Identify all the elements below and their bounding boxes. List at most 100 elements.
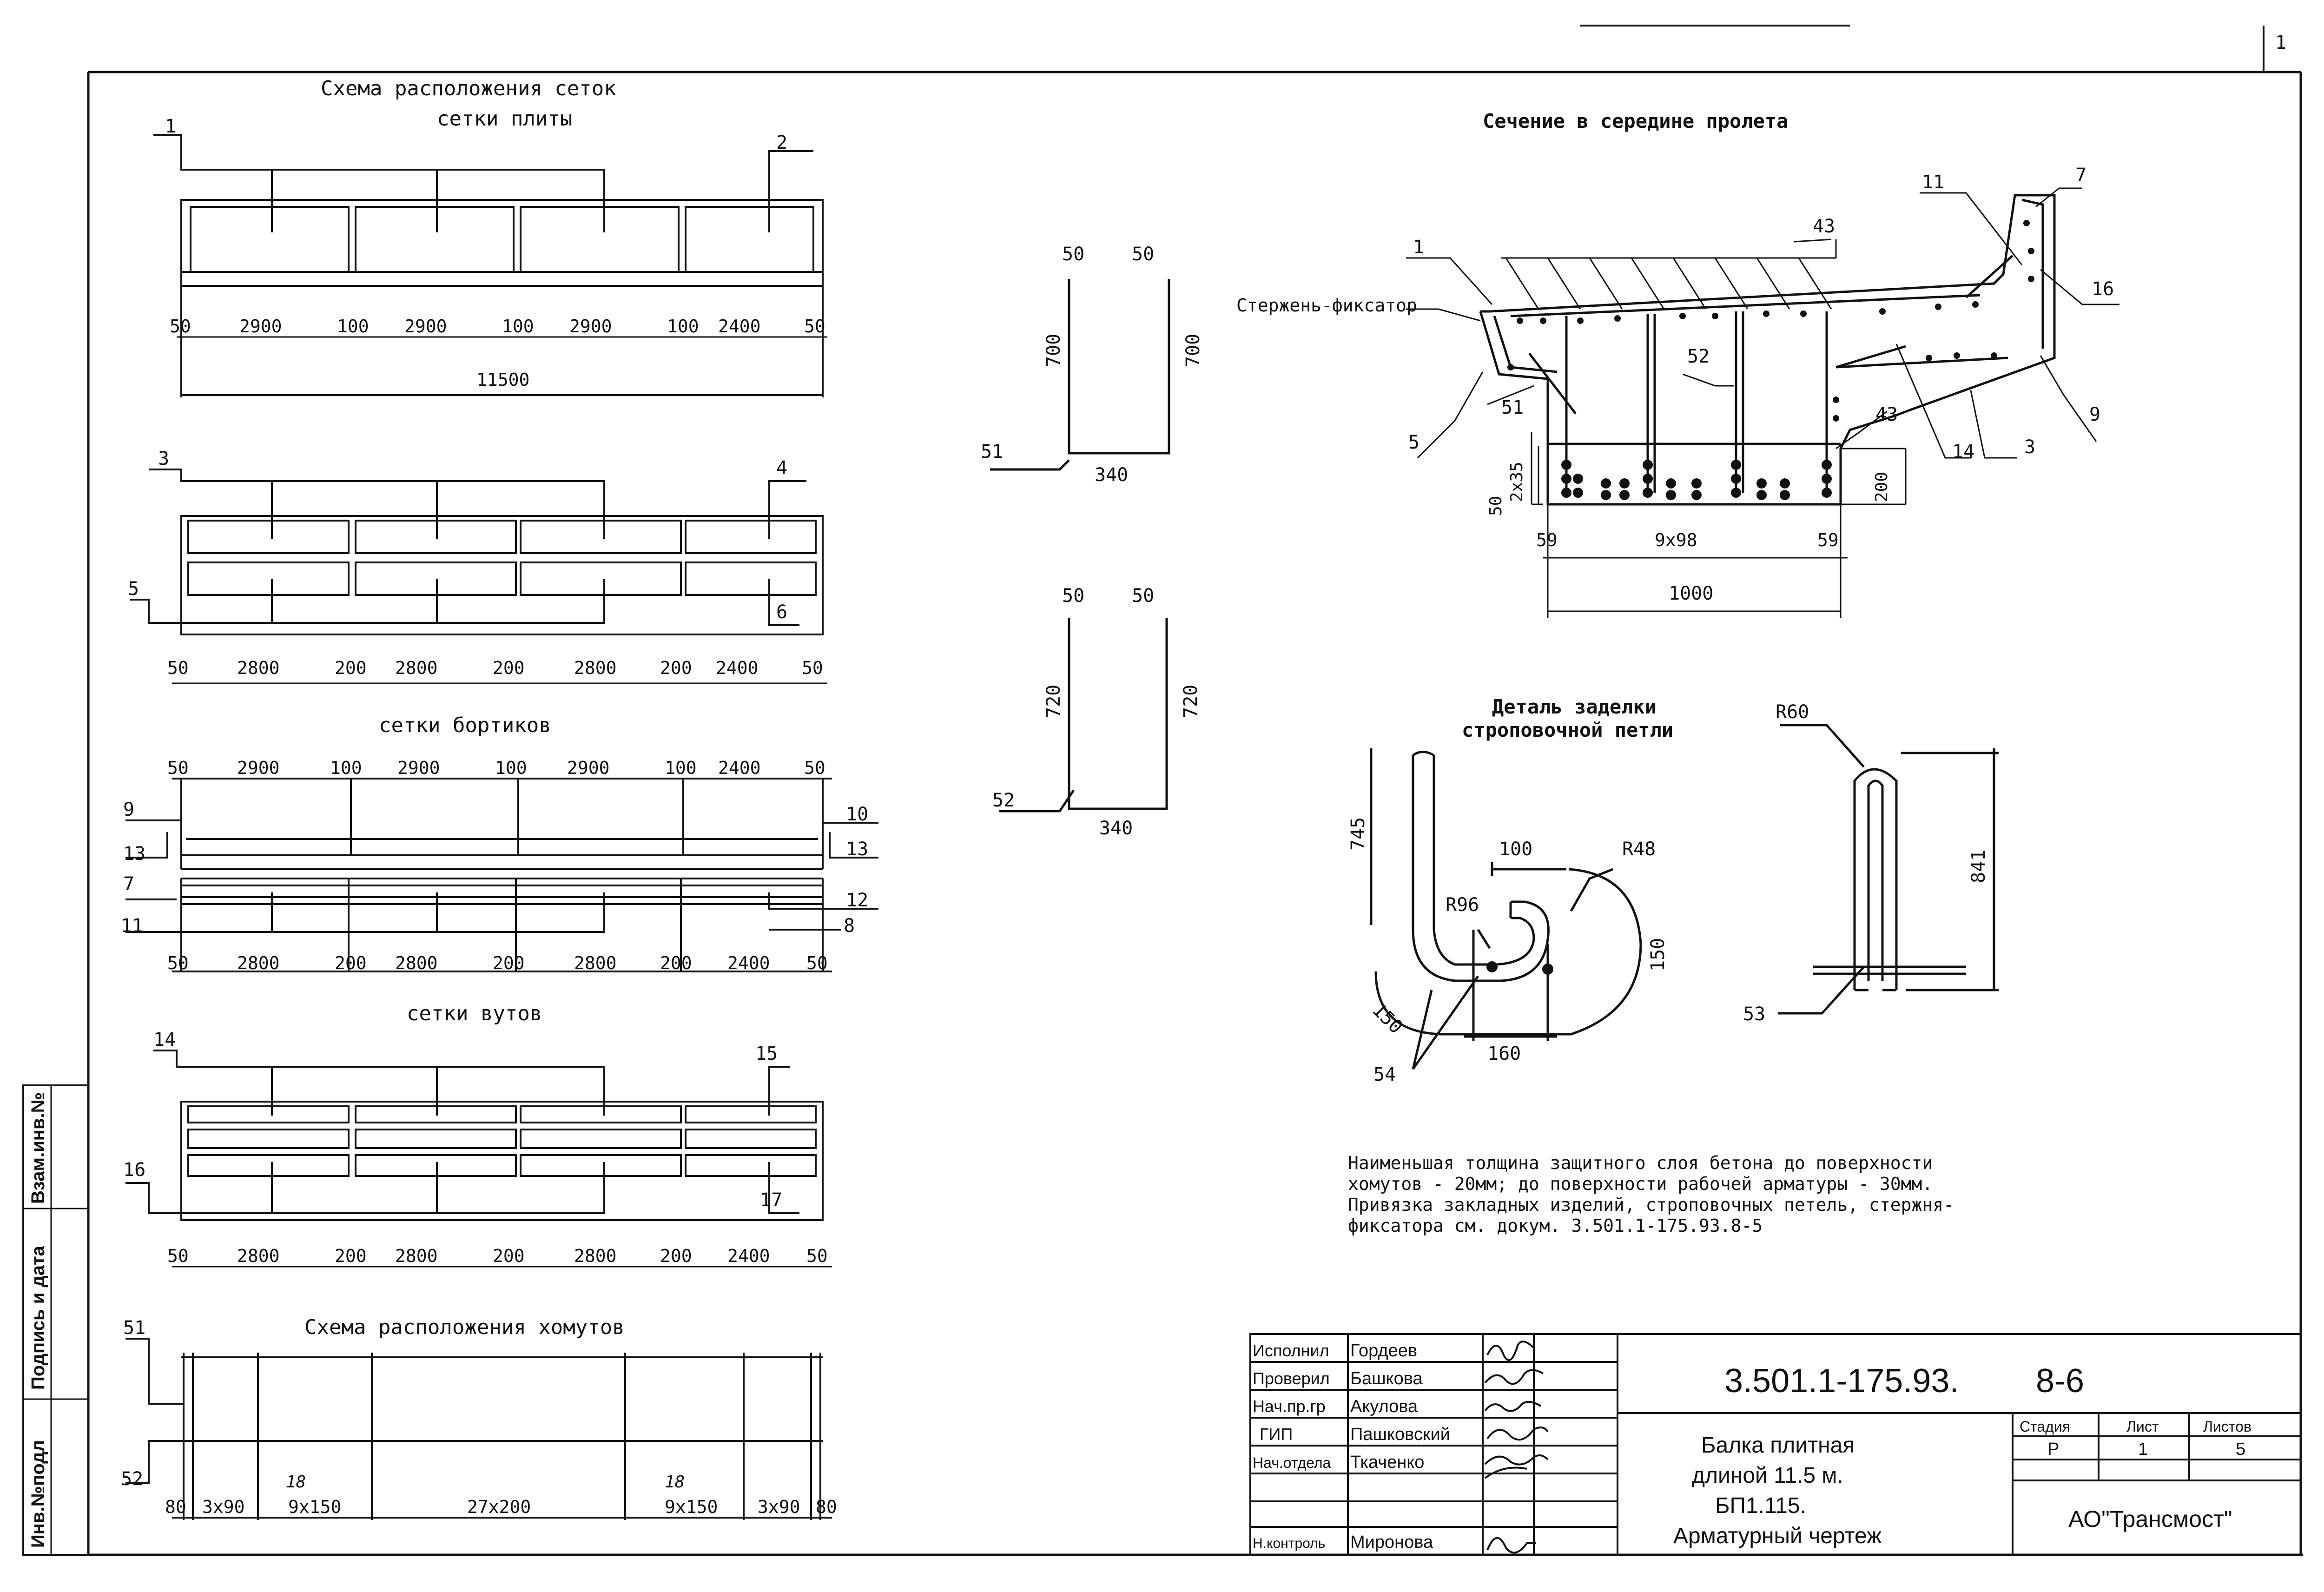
name-checker: Башкова [1350,1369,1423,1388]
section-mark-11: 11 [1922,172,1944,193]
role-executor: Исполнил [1253,1341,1329,1360]
detail-dim-841: 841 [1968,850,1989,883]
svg-text:2800: 2800 [574,1246,617,1266]
sheet-header: Лист [2126,1418,2159,1435]
s52-top-right: 50 [1132,585,1154,607]
svg-text:2400: 2400 [716,658,759,678]
name-executor: Гордеев [1350,1341,1417,1361]
s52-mark: 52 [992,790,1015,811]
haunch-meshes-title: сетки вутов [407,1002,542,1025]
side-dims-top: 50 2900 100 2900 100 2900 100 2400 50 [167,758,825,778]
svg-text:50: 50 [167,758,189,778]
title-block [1249,1333,2302,1556]
svg-text:27x200: 27x200 [467,1497,531,1517]
section-leaders [1406,187,2119,618]
side-mark-8: 8 [844,915,855,937]
detail-title-2: строповочной петли [1462,719,1673,741]
s51-mark: 51 [981,441,1003,462]
slab-mesh-plan-2 [130,469,824,635]
svg-text:100: 100 [667,316,699,337]
slab-dims: 50 2900 100 2900 100 2900 100 2400 50 11… [170,316,825,390]
name-group-head: Акулова [1350,1397,1418,1416]
svg-text:2800: 2800 [395,1246,438,1266]
svg-text:200: 200 [660,1246,692,1266]
doc-suffix: 8-6 [2036,1362,2084,1400]
s51-height-right: 700 [1182,334,1204,367]
detail-dim-r60: R60 [1776,701,1809,723]
svg-text:50: 50 [802,658,823,678]
fixator-label: Стержень-фиксатор [1236,295,1417,316]
svg-text:100: 100 [330,758,362,778]
svg-text:100: 100 [495,758,527,778]
svg-text:9x150: 9x150 [665,1497,718,1517]
svg-text:50: 50 [167,1246,189,1266]
note-line-3: Привязка закладных изделий, строповочных… [1348,1195,1954,1215]
detail-title-1: Деталь заделки [1492,695,1657,718]
desc-line-3: БП1.115. [1715,1493,1806,1518]
detail-mark-54: 54 [1373,1064,1396,1085]
section-mark-14: 14 [1952,441,1974,462]
sheet-frame [87,25,2303,1556]
svg-text:200: 200 [493,1246,525,1266]
stirrup-dims: 80 3x90 9x150 27x200 9x150 3x90 80 [165,1497,837,1517]
section-mark-7: 7 [2075,165,2086,186]
name-norm-control: Миронова [1350,1533,1433,1552]
dim-1000: 1000 [1669,583,1713,604]
dim-2x35: 2x35 [1507,462,1526,502]
haunch-dims: 50 2800 200 2800 200 2800 200 2400 50 [167,1246,828,1266]
role-checker: Проверил [1253,1369,1330,1388]
section-mark-43-top: 43 [1813,216,1835,237]
svg-text:2800: 2800 [237,1246,280,1266]
dim-9x98: 9x98 [1655,530,1697,550]
haunch-mark-16: 16 [123,1159,145,1181]
side-mark-7: 7 [123,873,134,895]
slab-mark-1: 1 [165,116,176,137]
svg-text:50: 50 [167,953,189,973]
role-chief-engineer: ГИП [1260,1425,1293,1444]
detail-mark-53: 53 [1743,1004,1765,1025]
section-mark-3: 3 [2024,436,2035,458]
svg-text:2900: 2900 [239,316,282,337]
stirrup-count-right: 18 [665,1473,685,1492]
svg-text:9x150: 9x150 [288,1497,341,1517]
svg-text:80: 80 [816,1497,837,1517]
detail-dim-745: 745 [1347,817,1369,851]
haunch-mark-15: 15 [755,1043,778,1064]
svg-text:2400: 2400 [727,953,770,973]
svg-text:3x90: 3x90 [202,1497,245,1517]
role-group-head: Нач.пр.гр [1253,1397,1326,1416]
svg-text:200: 200 [660,953,692,973]
section-mark-16: 16 [2092,278,2114,300]
dim-59-left: 59 [1536,530,1558,550]
sheets-value: 5 [2236,1440,2245,1459]
svg-text:2800: 2800 [237,953,280,973]
side-mark-11: 11 [121,915,143,937]
svg-text:2800: 2800 [395,953,438,973]
svg-text:100: 100 [502,316,534,337]
slab2-dims: 50 2800 200 2800 200 2800 200 2400 50 [167,658,823,678]
s52-height-right: 720 [1180,685,1202,718]
title-block-roles: Исполнил Гордеев Проверил Башкова Нач.пр… [1253,1341,1450,1552]
svg-text:50: 50 [804,316,825,337]
loop-detail-right [1778,724,1999,1015]
detail-dim-150-right: 150 [1647,938,1669,971]
svg-text:50: 50 [170,316,191,337]
svg-text:200: 200 [660,658,692,678]
desc-line-1: Балка плитная [1701,1433,1855,1458]
side-mark-9: 9 [123,799,134,820]
detail-dim-r96: R96 [1446,894,1479,916]
side-mark-13-left: 13 [123,843,145,865]
s52-width: 340 [1099,818,1133,839]
role-norm-control: Н.контроль [1253,1536,1325,1551]
svg-text:200: 200 [335,1246,367,1266]
dim-200: 200 [1872,472,1891,502]
section-rebars [1507,220,2034,500]
s52-height-left: 720 [1043,685,1064,718]
stamp-sign-label: Подпись и дата [28,1245,48,1390]
haunch-mark-14: 14 [153,1029,176,1050]
note-line-2: хомутов - 20мм; до поверхности рабочей а… [1348,1174,1933,1194]
side-stamp: Инв.№подл Подпись и дата Взам.инв.№ [22,1084,89,1556]
name-chief-engineer: Пашковский [1350,1425,1450,1444]
side-meshes-title: сетки бортиков [379,713,551,737]
sheets-header: Листов [2203,1418,2251,1435]
